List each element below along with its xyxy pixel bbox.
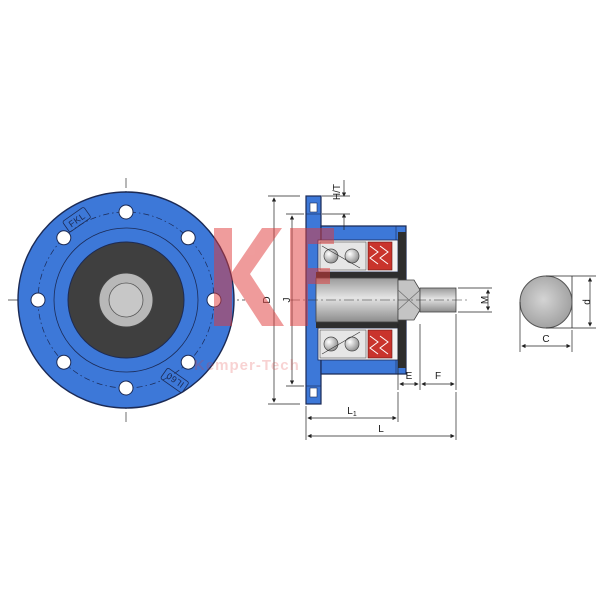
bolt-hole <box>180 230 196 246</box>
bearing-ball <box>344 248 360 264</box>
dim-C-label: C <box>542 334 549 345</box>
bolt-hole <box>118 204 134 220</box>
lower-seal <box>367 329 393 359</box>
bolt-hole <box>56 230 72 246</box>
bolt-holes <box>30 204 222 396</box>
dim-F-label: F <box>435 371 441 382</box>
dim-D-label: D <box>262 296 273 303</box>
shaft-spigot <box>108 282 144 318</box>
watermark: Kemper-Tech <box>194 228 334 374</box>
shaft-end-profile <box>519 275 573 329</box>
watermark-k-glyph <box>214 228 284 326</box>
watermark-f-glyph <box>290 228 334 326</box>
hub-ring <box>53 227 199 373</box>
dim-HT-label: H/T <box>332 184 343 200</box>
front-view: FKL IL60 <box>8 178 245 422</box>
bolt-hole <box>30 292 46 308</box>
dim-d-label: d <box>582 299 593 305</box>
shaft-end-view <box>519 275 573 329</box>
lower-spacer <box>316 322 402 328</box>
dim-E-label: E <box>406 371 413 382</box>
bolt-hole-section <box>309 202 318 213</box>
dim-L-label: L <box>378 424 384 435</box>
dim-M-label: M <box>480 296 491 304</box>
bearing-ball <box>323 248 339 264</box>
bolt-hole <box>180 354 196 370</box>
dimension-labels: D J H/T M E F L1 L d C <box>262 184 593 435</box>
bolt-hole <box>118 380 134 396</box>
watermark-text: Kemper-Tech <box>194 357 300 374</box>
bearing-ball <box>323 336 339 352</box>
bearing-ball <box>344 336 360 352</box>
bolt-hole-section <box>309 387 318 398</box>
dim-J-label: J <box>282 298 293 303</box>
side-section-view <box>290 195 470 405</box>
bolt-hole <box>56 354 72 370</box>
dim-L1-label: L1 <box>347 406 357 418</box>
upper-spacer <box>316 272 402 278</box>
upper-seal <box>367 241 393 271</box>
